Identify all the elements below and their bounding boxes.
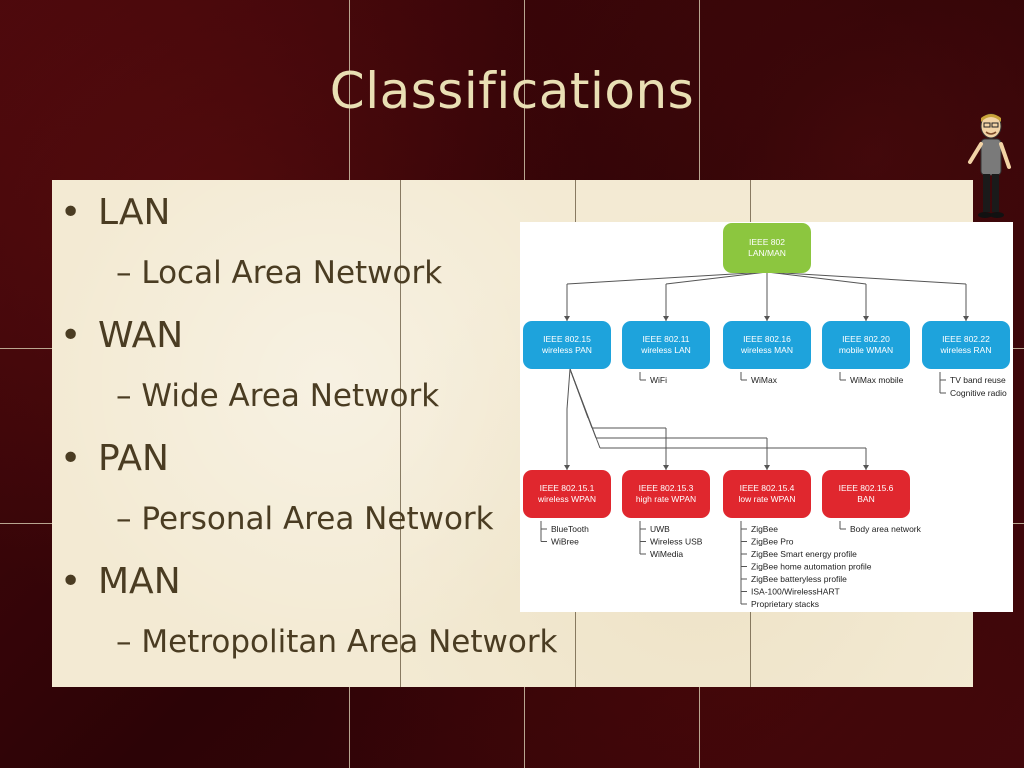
connector-line bbox=[566, 368, 571, 410]
level2-item-label: ZigBee batteryless profile bbox=[751, 574, 847, 584]
level2-node-subtitle: BAN bbox=[857, 494, 874, 504]
arrowhead-icon bbox=[863, 465, 869, 470]
level2-item-label: Proprietary stacks bbox=[751, 599, 819, 609]
level2-node-subtitle: high rate WPAN bbox=[636, 494, 696, 504]
arrowhead-icon bbox=[764, 316, 770, 321]
arrowhead-icon bbox=[564, 465, 570, 470]
level1-node-subtitle: wireless RAN bbox=[939, 345, 991, 355]
level2-item-label: Wireless USB bbox=[650, 537, 703, 547]
arrowhead-icon bbox=[863, 316, 869, 321]
level1-node-subtitle: mobile WMAN bbox=[839, 345, 893, 355]
arrowhead-icon bbox=[663, 316, 669, 321]
arrowhead-icon bbox=[663, 465, 669, 470]
root-node-subtitle: LAN/MAN bbox=[748, 248, 786, 258]
level1-node bbox=[523, 321, 611, 369]
level2-node bbox=[822, 470, 910, 518]
level2-item-label: BlueTooth bbox=[551, 524, 589, 534]
level1-node bbox=[922, 321, 1010, 369]
bullet-item: •WAN bbox=[60, 315, 184, 356]
level1-item-label: Cognitive radio bbox=[950, 388, 1007, 398]
bullet-dot-icon: • bbox=[60, 315, 82, 356]
level1-item-label: WiFi bbox=[650, 375, 667, 385]
level2-node-subtitle: wireless WPAN bbox=[537, 494, 596, 504]
level1-node-subtitle: wireless MAN bbox=[740, 345, 793, 355]
level2-node-title: IEEE 802.15.6 bbox=[839, 483, 894, 493]
panel-grid-line bbox=[400, 180, 401, 687]
connector-line bbox=[566, 271, 768, 285]
level1-item-label: TV band reuse bbox=[950, 375, 1006, 385]
level2-item-label: WiBree bbox=[551, 537, 579, 547]
level1-node-title: IEEE 802.15 bbox=[543, 334, 591, 344]
root-node-title: IEEE 802 bbox=[749, 237, 785, 247]
level2-item-label: ISA-100/WirelessHART bbox=[751, 587, 840, 597]
level1-node bbox=[822, 321, 910, 369]
level1-node-title: IEEE 802.22 bbox=[942, 334, 990, 344]
level1-node-title: IEEE 802.11 bbox=[642, 334, 689, 344]
connector-line bbox=[766, 271, 867, 285]
level1-node-title: IEEE 802.16 bbox=[743, 334, 791, 344]
connector-line bbox=[569, 368, 601, 449]
level1-node bbox=[622, 321, 710, 369]
level2-node-subtitle: low rate WPAN bbox=[739, 494, 796, 504]
presenter-figure-icon bbox=[968, 113, 1011, 218]
level1-node-title: IEEE 802.20 bbox=[842, 334, 890, 344]
bullet-item: •LAN bbox=[60, 192, 171, 233]
level2-item-label: WiMedia bbox=[650, 549, 683, 559]
level2-item-label: UWB bbox=[650, 524, 670, 534]
connector-line bbox=[766, 271, 967, 285]
level1-node bbox=[723, 321, 811, 369]
diagram-canvas: WiFi WiMax WiMax mobile TV band reuseCognit… bbox=[523, 223, 1010, 609]
bullet-item: •MAN bbox=[60, 561, 181, 602]
bullet-dot-icon: • bbox=[60, 192, 82, 233]
dash-icon: – bbox=[116, 624, 142, 660]
level2-node-title: IEEE 802.15.3 bbox=[639, 483, 694, 493]
level1-node-subtitle: wireless PAN bbox=[541, 345, 592, 355]
level2-item-label: Body area network bbox=[850, 524, 922, 534]
level1-node-subtitle: wireless LAN bbox=[640, 345, 691, 355]
dash-icon: – bbox=[116, 378, 142, 414]
dash-icon: – bbox=[116, 255, 142, 291]
cartoon-presenter bbox=[966, 112, 1016, 227]
connector-line bbox=[665, 271, 768, 285]
sub-bullet-item: – Local Area Network bbox=[116, 255, 443, 291]
bullet-dot-icon: • bbox=[60, 561, 82, 602]
slide-title: Classifications bbox=[329, 62, 695, 120]
level2-node-title: IEEE 802.15.1 bbox=[540, 483, 595, 493]
level1-item-label: WiMax bbox=[751, 375, 778, 385]
sub-bullet-item: – Wide Area Network bbox=[116, 378, 440, 414]
level2-item-label: ZigBee home automation profile bbox=[751, 562, 872, 572]
arrowhead-icon bbox=[764, 465, 770, 470]
level2-node bbox=[622, 470, 710, 518]
arrowhead-icon bbox=[564, 316, 570, 321]
sub-bullet-item: – Metropolitan Area Network bbox=[116, 624, 558, 660]
level2-item-label: ZigBee Pro bbox=[751, 537, 794, 547]
dash-icon: – bbox=[116, 501, 142, 537]
level1-item-label: WiMax mobile bbox=[850, 375, 904, 385]
level2-item-label: ZigBee Smart energy profile bbox=[751, 549, 857, 559]
sub-bullet-item: – Personal Area Network bbox=[116, 501, 494, 537]
root-node bbox=[723, 223, 811, 273]
arrowhead-icon bbox=[963, 316, 969, 321]
level2-node bbox=[523, 470, 611, 518]
level2-node-title: IEEE 802.15.4 bbox=[740, 483, 795, 493]
level2-node bbox=[723, 470, 811, 518]
bullet-dot-icon: • bbox=[60, 438, 82, 479]
bullet-item: •PAN bbox=[60, 438, 169, 479]
level2-item-label: ZigBee bbox=[751, 524, 778, 534]
